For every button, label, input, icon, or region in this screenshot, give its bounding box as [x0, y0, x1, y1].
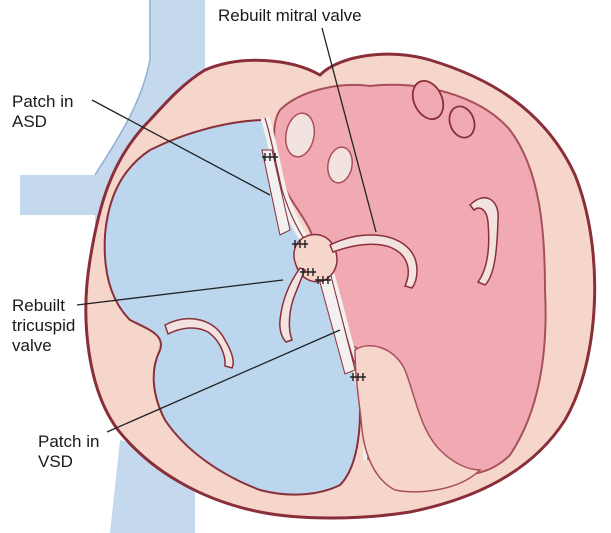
asd-label-line2: ASD — [12, 112, 73, 132]
tricuspid-label-line1: Rebuilt — [12, 296, 75, 316]
mitral-label-text: Rebuilt mitral valve — [218, 6, 362, 26]
vsd-label-line2: VSD — [38, 452, 99, 472]
label-patch-in-asd: Patch in ASD — [12, 92, 73, 132]
vsd-label-line1: Patch in — [38, 432, 99, 452]
asd-label-line1: Patch in — [12, 92, 73, 112]
label-patch-in-vsd: Patch in VSD — [38, 432, 99, 472]
label-rebuilt-tricuspid-valve: Rebuilt tricuspid valve — [12, 296, 75, 356]
label-rebuilt-mitral-valve: Rebuilt mitral valve — [218, 6, 362, 26]
tricuspid-label-line2: tricuspid — [12, 316, 75, 336]
tricuspid-label-line3: valve — [12, 336, 75, 356]
